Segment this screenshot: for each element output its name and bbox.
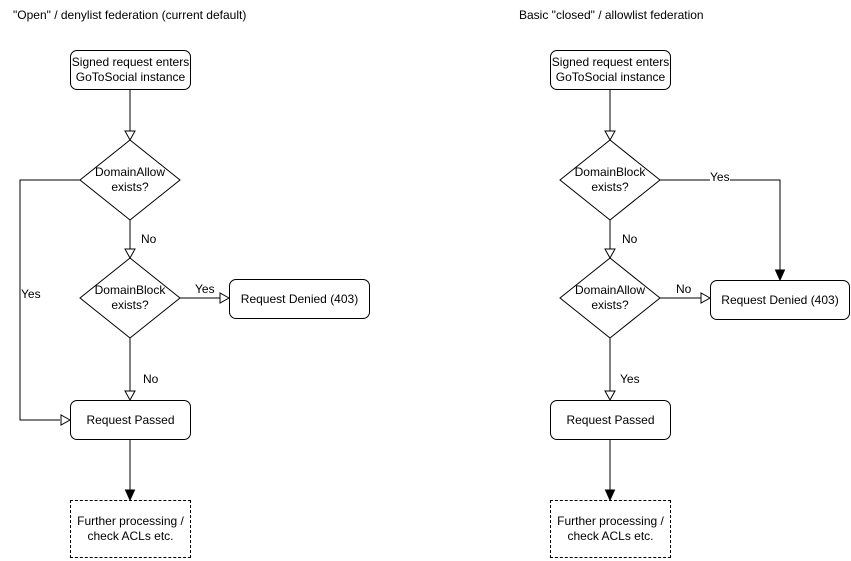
left-edge-block-yes bbox=[180, 292, 231, 304]
left-edge-passed-to-further bbox=[124, 440, 136, 502]
solid-arrow-down-icon bbox=[774, 269, 786, 282]
left-edge-block-no bbox=[124, 338, 136, 402]
left-domain-block-label: DomainBlock exists? bbox=[94, 283, 166, 312]
right-allow-no-label: No bbox=[676, 282, 692, 296]
left-edge-allow-yes bbox=[19, 179, 80, 426]
hollow-arrow-right-icon bbox=[219, 292, 231, 304]
right-edge-block-yes bbox=[660, 179, 786, 282]
left-request-passed-node: Request Passed bbox=[70, 400, 191, 440]
left-allow-yes-label: Yes bbox=[21, 287, 41, 301]
right-block-no-label: No bbox=[622, 232, 638, 246]
left-edge-allow-no bbox=[124, 220, 136, 260]
right-allow-yes-label: Yes bbox=[620, 372, 640, 386]
right-start-node: Signed request enters GoToSocial instanc… bbox=[550, 50, 671, 90]
hollow-arrow-down-icon bbox=[124, 248, 136, 260]
left-block-yes-label: Yes bbox=[195, 282, 215, 296]
left-allow-no-label: No bbox=[141, 232, 157, 246]
right-edge-block-no bbox=[604, 220, 616, 260]
hollow-arrow-down-icon bbox=[124, 390, 136, 402]
right-edge-start-to-block bbox=[604, 90, 616, 142]
right-edge-passed-to-further bbox=[604, 440, 616, 502]
left-chart-title: "Open" / denylist federation (current de… bbox=[13, 8, 247, 22]
left-edge-start-to-allow bbox=[124, 90, 136, 142]
left-domain-allow-label: DomainAllow exists? bbox=[94, 165, 166, 194]
left-further-processing-node: Further processing / check ACLs etc. bbox=[70, 500, 191, 558]
hollow-arrow-down-icon bbox=[604, 130, 616, 142]
hollow-arrow-down-icon bbox=[124, 130, 136, 142]
right-chart-title: Basic "closed" / allowlist federation bbox=[519, 8, 704, 22]
right-domain-allow-label: DomainAllow exists? bbox=[574, 283, 646, 312]
left-start-node: Signed request enters GoToSocial instanc… bbox=[70, 50, 191, 90]
solid-arrow-down-icon bbox=[604, 489, 616, 502]
hollow-arrow-right-icon bbox=[700, 292, 712, 304]
left-block-no-label: No bbox=[143, 372, 159, 386]
left-request-denied-node: Request Denied (403) bbox=[229, 279, 370, 319]
right-further-processing-node: Further processing / check ACLs etc. bbox=[550, 500, 671, 558]
hollow-arrow-right-icon bbox=[60, 414, 72, 426]
solid-arrow-down-icon bbox=[124, 489, 136, 502]
right-block-yes-label: Yes bbox=[710, 170, 730, 184]
right-request-passed-node: Request Passed bbox=[550, 400, 671, 440]
right-edge-allow-no bbox=[660, 292, 712, 304]
right-request-denied-node: Request Denied (403) bbox=[710, 280, 850, 320]
hollow-arrow-down-icon bbox=[604, 248, 616, 260]
right-domain-block-label: DomainBlock exists? bbox=[574, 165, 646, 194]
hollow-arrow-down-icon bbox=[604, 390, 616, 402]
right-edge-allow-yes bbox=[604, 338, 616, 402]
